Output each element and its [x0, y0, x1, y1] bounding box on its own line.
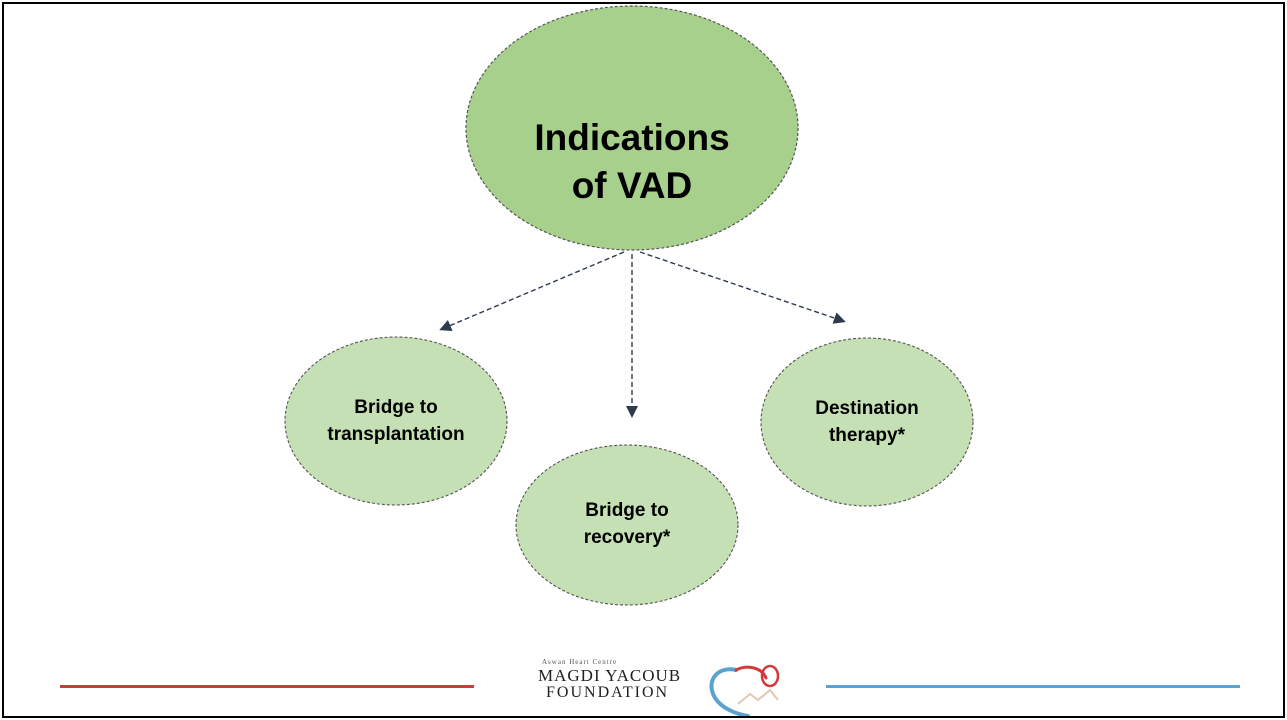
footer-divider-right: [826, 685, 1240, 688]
main-node-label: Indications of VAD: [534, 116, 730, 206]
child-node-destination: [760, 337, 974, 507]
child-label-destination: Destination therapy*: [815, 398, 919, 446]
footer-divider-left: [60, 685, 474, 688]
child-label-transplantation: Bridge to transplantation: [327, 397, 465, 445]
heart-logo-icon: [709, 664, 780, 716]
arrow-to-transplantation: [439, 251, 625, 332]
logo-main-text: MAGDI YACOUB: [538, 666, 682, 685]
main-node-ellipse: [465, 5, 799, 251]
foundation-logo: Aswan Heart Centre MAGDI YACOUB FOUNDATI…: [536, 656, 791, 716]
logo-sub-text: FOUNDATION: [546, 684, 670, 701]
child-node-recovery: [515, 444, 739, 606]
logo-small-text: Aswan Heart Centre: [542, 658, 618, 666]
child-node-transplantation: [284, 336, 508, 506]
child-label-recovery: Bridge to recovery*: [583, 500, 671, 548]
arrow-to-destination: [639, 251, 846, 324]
